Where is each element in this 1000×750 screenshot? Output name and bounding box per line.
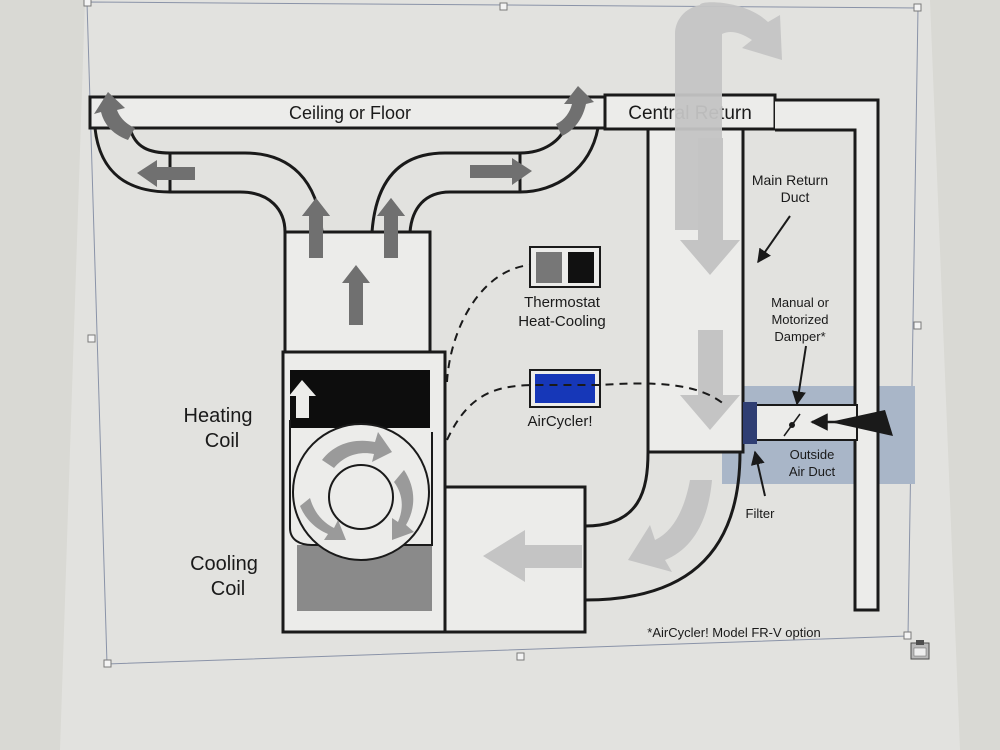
blower-fan-icon xyxy=(289,420,433,561)
filter-label: Filter xyxy=(746,506,776,521)
control-wires xyxy=(446,264,726,441)
aircycler-controller-icon xyxy=(529,369,601,408)
resize-handle[interactable] xyxy=(499,2,508,11)
ceiling-label: Ceiling or Floor xyxy=(289,103,411,123)
damper-icon xyxy=(783,413,801,437)
thermostat-label-2: Heat-Cooling xyxy=(518,313,606,330)
aircycler-label: AirCycler! xyxy=(527,413,592,430)
heating-label-1: Heating xyxy=(184,405,253,427)
plenum-arrows xyxy=(302,198,405,325)
clipboard-icon[interactable] xyxy=(910,640,930,660)
resize-handle[interactable] xyxy=(903,631,912,640)
resize-handle[interactable] xyxy=(83,0,92,7)
heating-label-2: Coil xyxy=(205,430,239,452)
resize-handle[interactable] xyxy=(103,659,112,668)
cooling-label-1: Cooling xyxy=(190,553,258,575)
exterior-wall-duct xyxy=(775,98,880,612)
thermostat-icon xyxy=(529,246,601,288)
return-inlet-arrow xyxy=(483,530,582,582)
resize-handle[interactable] xyxy=(913,321,922,330)
return-elbow xyxy=(584,451,742,602)
supply-branches xyxy=(93,127,600,233)
heating-up-arrow xyxy=(289,380,316,418)
main-return-label-2: Duct xyxy=(781,189,810,205)
main-return-label-1: Main Return xyxy=(752,172,828,188)
resize-handle[interactable] xyxy=(87,334,96,343)
resize-handle[interactable] xyxy=(516,652,525,661)
damper-label-3: Damper* xyxy=(774,329,825,344)
selection-frame[interactable] xyxy=(83,0,922,668)
resize-handle[interactable] xyxy=(913,3,922,12)
outside-label-1: Outside xyxy=(790,447,835,462)
damper-label-2: Motorized xyxy=(771,312,828,327)
heating-coil xyxy=(290,370,430,428)
thermostat-label-1: Thermostat xyxy=(524,294,601,311)
pointer-lines xyxy=(750,215,807,497)
return-arrows xyxy=(628,2,782,572)
filter xyxy=(743,402,757,444)
cooling-label-2: Coil xyxy=(211,578,245,600)
outside-label-2: Air Duct xyxy=(789,464,836,479)
footnote: *AirCycler! Model FR-V option xyxy=(647,625,820,640)
damper-label-1: Manual or xyxy=(771,295,829,310)
